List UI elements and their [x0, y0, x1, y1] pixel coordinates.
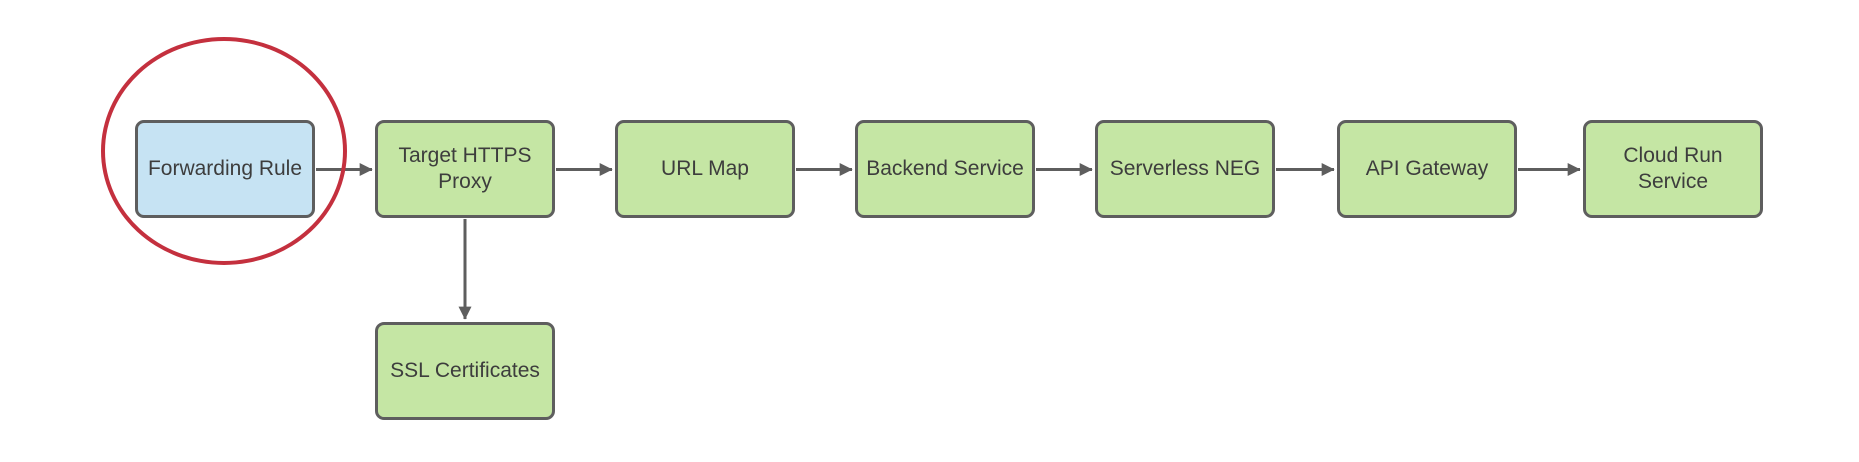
- node-serverless-neg-label: Serverless NEG: [1109, 157, 1261, 180]
- node-cloud-run-service-label: Cloud Run Service: [1623, 144, 1723, 193]
- node-target-https-proxy[interactable]: Target HTTPS Proxy: [375, 120, 555, 218]
- node-forwarding-rule-label: Forwarding Rule: [147, 157, 303, 180]
- node-backend-service-label: Backend Service: [866, 157, 1024, 180]
- node-url-map[interactable]: URL Map: [615, 120, 795, 218]
- node-ssl-certificates-label: SSL Certificates: [390, 359, 540, 382]
- node-api-gateway-label: API Gateway: [1365, 157, 1489, 180]
- node-forwarding-rule[interactable]: Forwarding Rule: [135, 120, 315, 218]
- node-target-https-proxy-label: Target HTTPS Proxy: [398, 144, 532, 193]
- node-api-gateway[interactable]: API Gateway: [1337, 120, 1517, 218]
- node-backend-service[interactable]: Backend Service: [855, 120, 1035, 218]
- node-url-map-label: URL Map: [661, 157, 749, 180]
- node-serverless-neg[interactable]: Serverless NEG: [1095, 120, 1275, 218]
- node-cloud-run-service[interactable]: Cloud Run Service: [1583, 120, 1763, 218]
- node-ssl-certificates[interactable]: SSL Certificates: [375, 322, 555, 420]
